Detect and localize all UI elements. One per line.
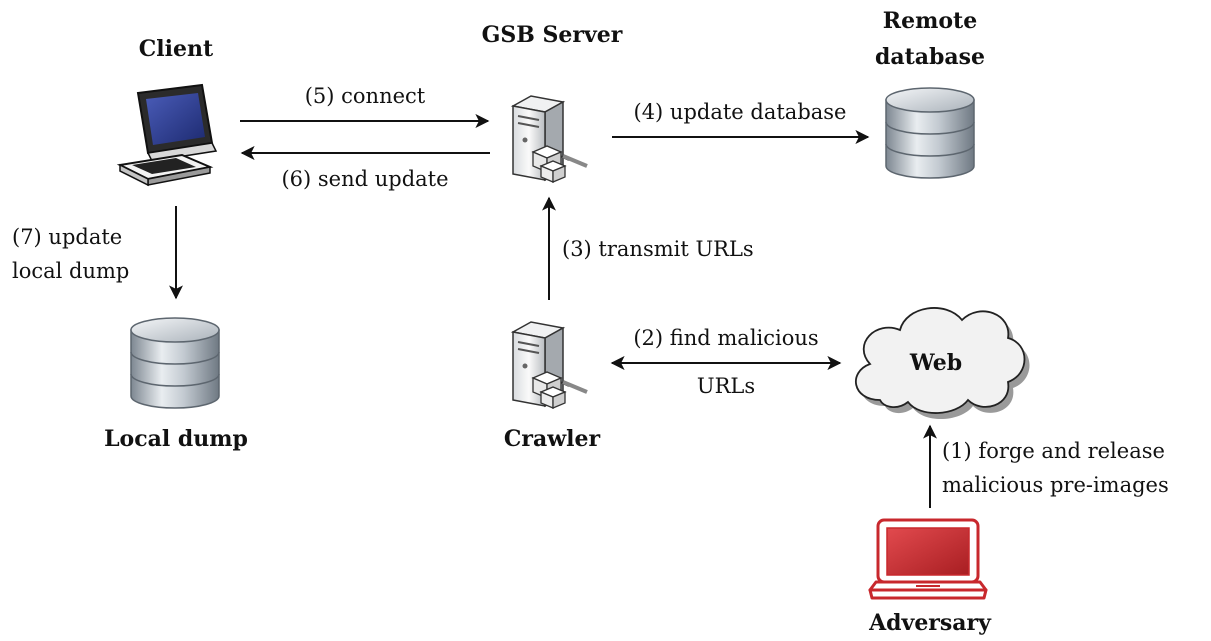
- gsb-server-label: GSB Server: [482, 22, 623, 48]
- transmit-urls-label: (3) transmit URLs: [562, 237, 754, 261]
- remote-database-label-line1: Remote: [883, 8, 977, 34]
- find-malicious-label-line2: URLs: [697, 374, 755, 398]
- crawler-label: Crawler: [504, 426, 601, 452]
- update-database-label: (4) update database: [634, 100, 847, 124]
- forge-release-label-line1: (1) forge and release: [942, 439, 1165, 463]
- cloud-icon: [855, 307, 1030, 420]
- update-local-dump-label-line2: local dump: [12, 259, 129, 283]
- connect-label: (5) connect: [305, 84, 426, 108]
- remote-database-label-line2: database: [875, 44, 985, 70]
- gsb-server-icon: [511, 94, 589, 184]
- update-local-dump-label-line1: (7) update: [12, 225, 122, 249]
- local-dump-label: Local dump: [104, 426, 248, 452]
- adversary-label: Adversary: [868, 610, 992, 636]
- send-update-label: (6) send update: [281, 167, 448, 191]
- web-label: Web: [909, 350, 962, 376]
- forge-release-label-line2: malicious pre-images: [942, 473, 1169, 497]
- crawler-icon: [511, 320, 589, 410]
- remote-database-icon: [885, 87, 975, 179]
- find-malicious-label-line1: (2) find malicious: [633, 326, 818, 350]
- desktop-computer-icon: [116, 83, 218, 187]
- client-label: Client: [139, 36, 214, 62]
- local-dump-icon: [130, 317, 220, 409]
- laptop-icon: [868, 518, 988, 600]
